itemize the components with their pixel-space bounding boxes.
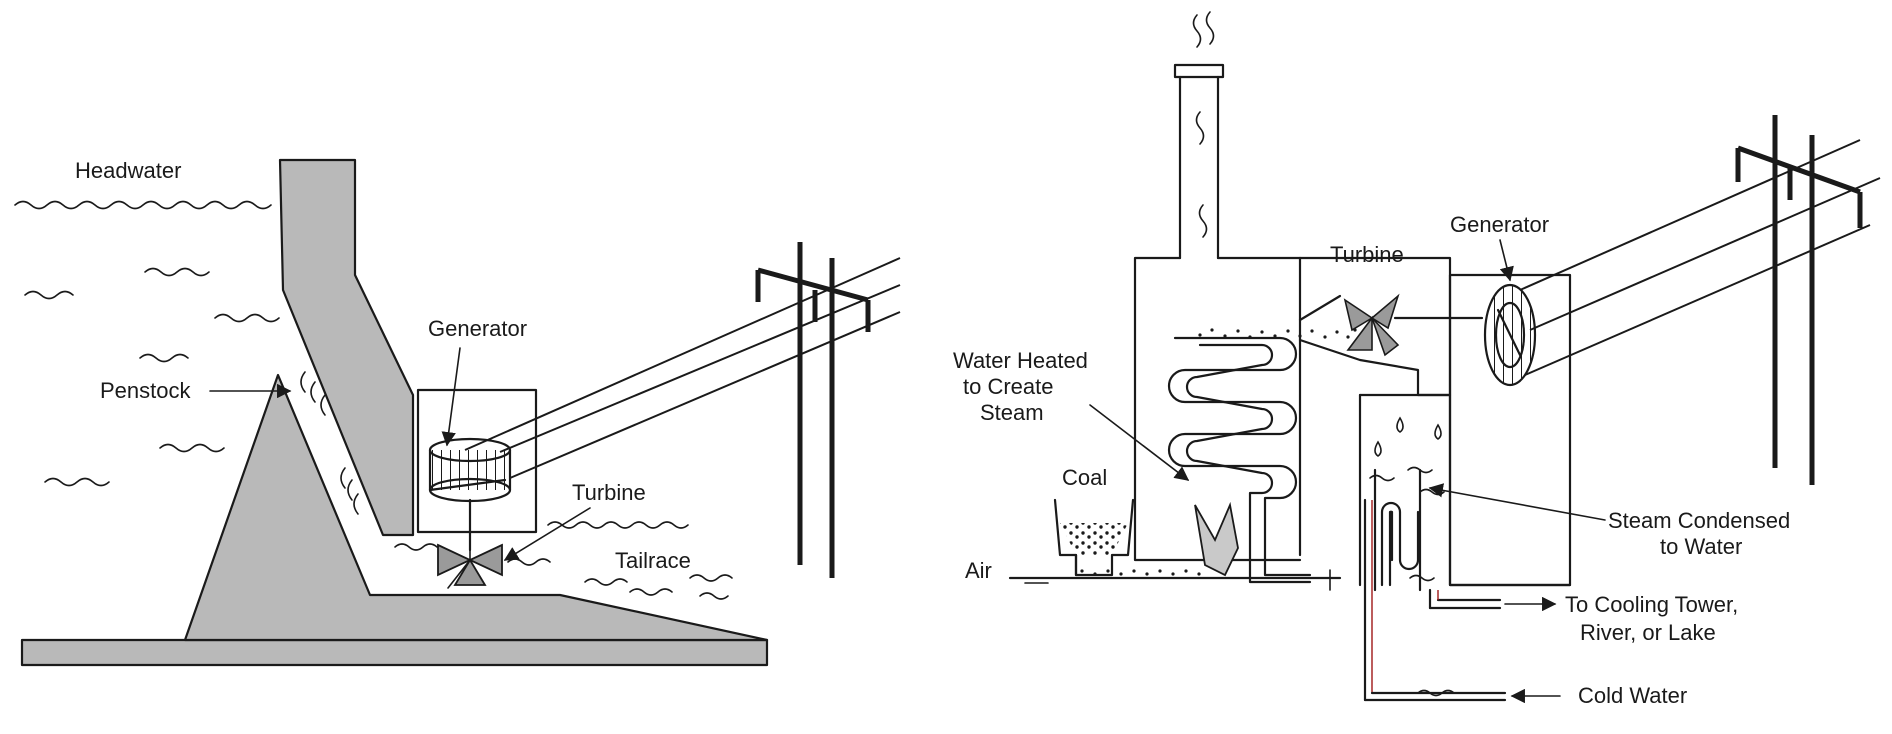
thermal-generator <box>1483 283 1537 387</box>
label-turbine-hydro: Turbine <box>572 480 646 505</box>
label-generator-thermal: Generator <box>1450 212 1549 237</box>
powerhouse <box>416 388 538 534</box>
label-water-heated-line1: Water Heated <box>953 348 1088 373</box>
water-heated-arrow <box>1089 404 1190 481</box>
label-water-heated-line3: Steam <box>980 400 1044 425</box>
generator-arrow-hydro <box>441 347 461 447</box>
label-turbine-thermal: Turbine <box>1330 242 1404 267</box>
penstock-wall <box>278 158 415 537</box>
thermal-utility-poles <box>1735 115 1863 485</box>
label-coal: Coal <box>1062 465 1107 490</box>
label-headwater: Headwater <box>75 158 181 183</box>
generator-arrow-thermal <box>1499 239 1514 282</box>
reservoir-ripples <box>24 267 280 487</box>
label-cooling-line2: River, or Lake <box>1580 620 1716 645</box>
thermal-transmission-lines <box>1519 139 1881 376</box>
label-steam-condensed-line2: to Water <box>1660 534 1742 559</box>
boiler-house <box>1133 256 1302 562</box>
thermal-diagram: Turbine Generator Water Heated to Create… <box>953 11 1881 708</box>
chimney <box>1173 11 1225 260</box>
label-cooling-line1: To Cooling Tower, <box>1565 592 1738 617</box>
steam-condensed-arrow <box>1428 483 1606 521</box>
hydro-turbine <box>437 539 503 589</box>
foundation-slab <box>20 638 769 667</box>
label-generator-hydro: Generator <box>428 316 527 341</box>
cooling-water-pipes <box>1363 498 1507 702</box>
boiler-coil <box>1167 336 1312 577</box>
label-steam-condensed-line1: Steam Condensed <box>1608 508 1790 533</box>
label-penstock: Penstock <box>100 378 191 403</box>
condenser <box>1369 416 1445 592</box>
flame <box>1194 501 1239 577</box>
label-air: Air <box>965 558 992 583</box>
coal-hopper <box>1053 498 1135 577</box>
label-tailrace: Tailrace <box>615 548 691 573</box>
headwater-surface <box>14 200 272 210</box>
steam-turbine <box>1343 293 1400 357</box>
label-water-heated-line2: to Create <box>963 374 1054 399</box>
hydro-diagram: Headwater Penstock Generator Turbine Tai… <box>14 158 901 667</box>
hydro-utility-poles <box>755 242 871 578</box>
hydro-generator <box>428 437 512 503</box>
turbine-arrow-hydro <box>503 507 591 561</box>
penstock-water-flow <box>300 371 359 515</box>
air-feed-line <box>1008 569 1342 591</box>
tailrace-ripples <box>394 521 733 600</box>
dam-body <box>183 373 769 642</box>
label-cold-water: Cold Water <box>1578 683 1687 708</box>
